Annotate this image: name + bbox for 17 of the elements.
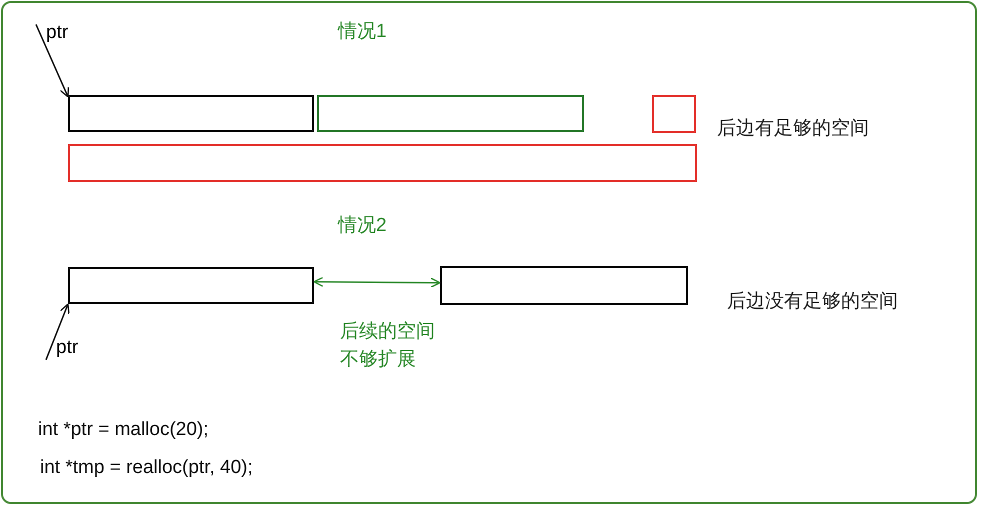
code-line: int *tmp = realloc(ptr, 40);	[40, 457, 253, 480]
memory-block	[68, 267, 314, 304]
arrow	[35, 24, 70, 98]
memory-block	[440, 266, 688, 305]
annotation-text: 后边有足够的空间	[717, 118, 869, 141]
pointer-label: ptr	[46, 337, 90, 361]
pointer-label: ptr	[36, 22, 78, 46]
memory-block	[68, 95, 314, 132]
code-line: int *ptr = malloc(20);	[38, 419, 209, 442]
arrow	[313, 276, 441, 288]
annotation-text: 后边没有足够的空间	[727, 291, 898, 314]
memory-block	[317, 95, 584, 132]
arrow	[45, 303, 70, 360]
case-heading: 情况1	[338, 21, 387, 44]
memory-block	[652, 95, 696, 133]
case-heading: 情况2	[338, 215, 387, 238]
memory-block	[68, 144, 697, 182]
